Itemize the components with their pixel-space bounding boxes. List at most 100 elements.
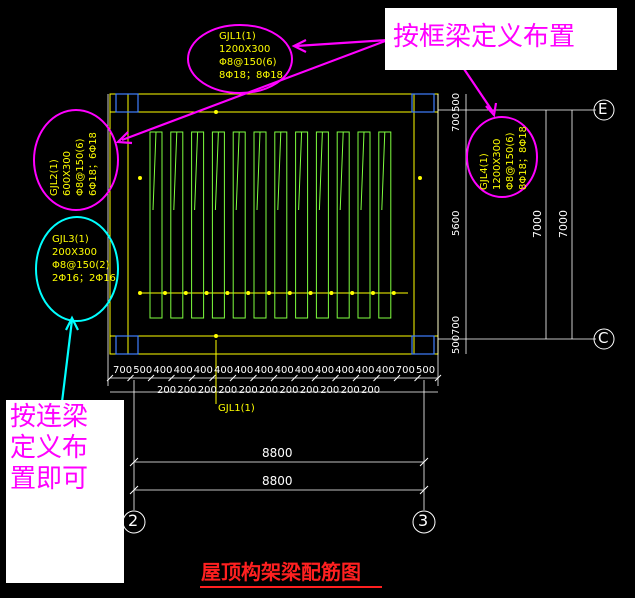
purlin-group [149, 131, 392, 319]
support-dot [418, 176, 422, 180]
dim-total-2: 8800 [262, 474, 293, 488]
gjl3-name: GJL3(1) [52, 234, 89, 245]
dim-row1-cell: 400 [234, 365, 254, 376]
purlin-beam [315, 131, 329, 319]
arrow-head-gjl4 [485, 102, 498, 118]
dim-right-total-1: 7000 [531, 210, 544, 238]
purlin-beam [170, 131, 184, 319]
dim-row2-cell: 200 [218, 385, 238, 396]
callout-gjl2-ellipse [33, 109, 119, 211]
gjl1-name: GJL1(1) [219, 31, 256, 42]
frame-beams [109, 93, 439, 355]
support-dot [204, 291, 209, 295]
purlin-beam [149, 131, 163, 319]
dim-row1-cell: 400 [274, 365, 294, 376]
gjl2-size: 600X300 [62, 150, 73, 196]
dim-right-500-top: 500 [451, 92, 462, 112]
support-dot [350, 291, 355, 295]
dim-row1-cell: 400 [214, 365, 234, 376]
purlin-beam [191, 131, 205, 319]
dim-right-5600: 5600 [451, 210, 462, 236]
column-tr [411, 93, 435, 113]
drawing-title: 屋顶构架梁配筋图 [201, 560, 361, 584]
arrow-head-gjl1 [291, 39, 307, 53]
dim-row2-cell: 200 [340, 385, 360, 396]
purlin-beam [378, 131, 392, 319]
dim-tick [311, 374, 319, 382]
purlin-beam [253, 131, 267, 319]
dim-row2-cell: 200 [299, 385, 319, 396]
dim-tick [270, 374, 278, 382]
dim-tick [106, 374, 114, 382]
dim-tick [188, 374, 196, 382]
dim-tick [419, 457, 429, 467]
grid-bubble-e [593, 99, 615, 121]
dim-tick [291, 374, 298, 382]
arrow-to-gjl4 [461, 65, 494, 113]
column-br [411, 335, 435, 355]
gjl3-size: 200X300 [52, 247, 98, 258]
grid-bubble-3 [412, 510, 436, 534]
dim-tick [229, 374, 237, 382]
dim-tick [250, 374, 257, 382]
gjl4-label: GJL4(1) 1200X300 Φ8@150(6) 8Φ18；8Φ18 [478, 126, 530, 190]
dim-tick [147, 374, 155, 382]
dim-tick [209, 374, 216, 382]
grid-label-e: E [598, 100, 608, 118]
link-beam-note-line-1: 按连梁 [10, 402, 89, 432]
link-beam-note-box: 按连梁 定义布 置即可 [6, 400, 124, 583]
support-dot [214, 110, 218, 114]
support-dot [391, 291, 396, 295]
dim-tick [414, 374, 421, 382]
grid-label-c: C [598, 329, 609, 347]
grid-bubble-c [593, 328, 615, 350]
link-beam-note-line-3: 置即可 [10, 464, 89, 494]
gjl3-rebar: 2Φ16；2Φ16 [52, 273, 116, 284]
dim-row1-cell: 400 [294, 365, 314, 376]
dim-right-total-2: 7000 [557, 210, 570, 238]
support-dot [308, 291, 313, 295]
column-tl [115, 93, 139, 113]
gjl1-size: 1200X300 [219, 44, 271, 55]
grid-lines [107, 94, 596, 510]
dim-tick [352, 374, 360, 382]
dim-row2-cell: 200 [320, 385, 340, 396]
dim-row1-cell: 700 [113, 365, 133, 376]
dim-tick [373, 374, 380, 382]
gjl2-stirrup: Φ8@150(6) [75, 138, 86, 197]
gjl4-rebar: 8Φ18；8Φ18 [518, 126, 529, 190]
dim-row1-cell: 400 [254, 365, 274, 376]
arrow-to-gjl1 [295, 38, 389, 48]
dim-tick [129, 485, 139, 495]
grid-bubbles [122, 99, 615, 534]
frame-outline [109, 93, 439, 355]
gjl1-top-label: GJL1(1) 1200X300 Φ8@150(6) 8Φ18；8Φ18 [219, 30, 283, 82]
gjl3-stirrup: Φ8@150(2) [52, 260, 110, 271]
dim-tick [332, 374, 339, 382]
columns [115, 93, 435, 355]
gjl1-rebar: 8Φ18；8Φ18 [219, 70, 283, 81]
gjl2-rebar: 6Φ18；6Φ18 [88, 132, 99, 196]
arrow-head-gjl2 [115, 131, 133, 145]
support-dot [287, 291, 292, 295]
gjl4-size: 1200X300 [492, 138, 503, 190]
dim-row1-cell: 500 [416, 365, 436, 376]
callout-gjl1-ellipse [187, 24, 293, 94]
dim-row1-cell: 700 [395, 365, 415, 376]
arrow-head-gjl3 [65, 315, 79, 331]
dim-tick [419, 485, 429, 495]
dim-row2-cell: 200 [259, 385, 279, 396]
gjl1-bottom-label: GJL1(1) [218, 403, 255, 414]
dim-total-1: 8800 [262, 446, 293, 460]
support-dot [246, 291, 251, 295]
dim-row1-cell: 400 [193, 365, 213, 376]
dim-row1-cell: 400 [315, 365, 335, 376]
support-dot [329, 291, 334, 295]
support-dot [214, 334, 218, 338]
link-beam-note-line-2: 定义布 [10, 433, 89, 463]
purlin-beam [211, 131, 225, 319]
gjl2-label: GJL2(1) 600X300 Φ8@150(6) 6Φ18；6Φ18 [48, 132, 100, 196]
dim-right-700-top: 700 [451, 112, 462, 132]
dim-row1-cell: 400 [355, 365, 375, 376]
